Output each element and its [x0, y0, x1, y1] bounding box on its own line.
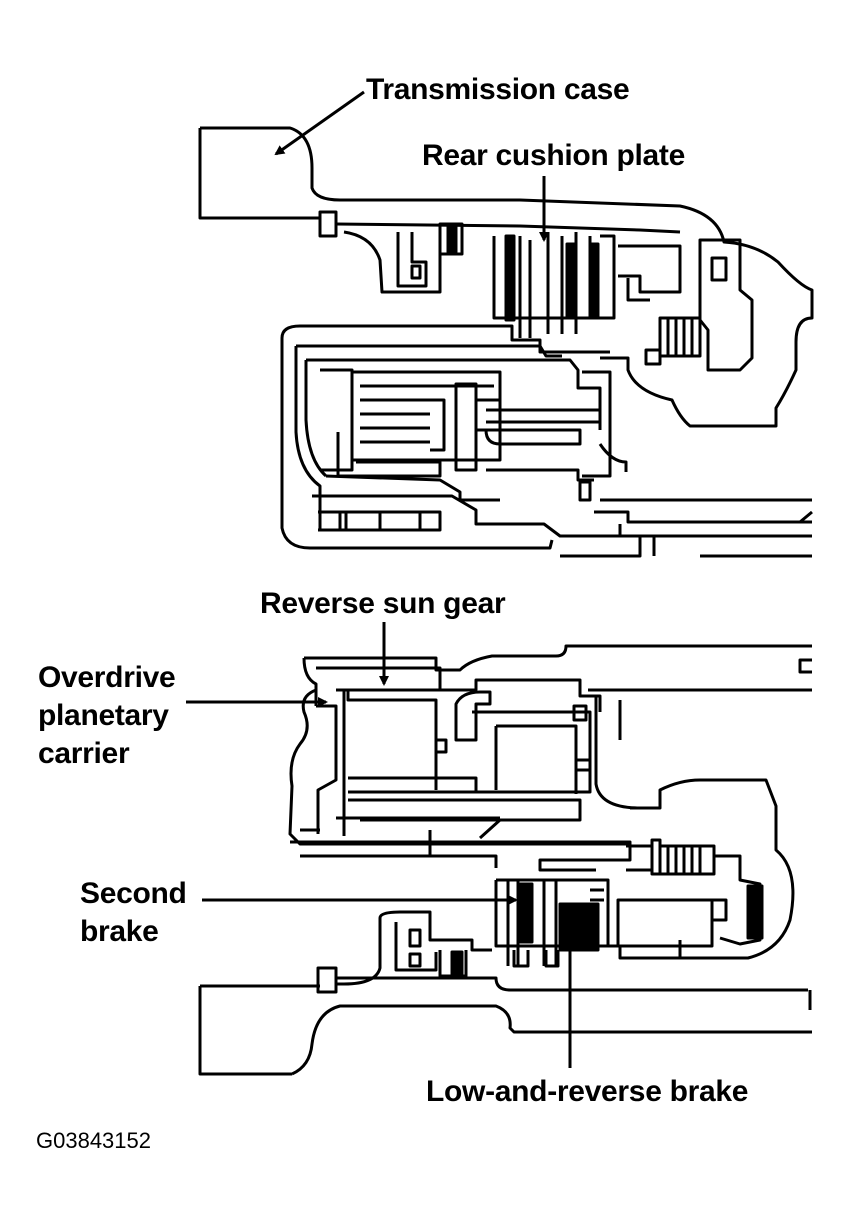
second-brake-label-line1: Second	[80, 877, 187, 910]
overdrive-label-line3: carrier	[38, 737, 130, 770]
low-and-reverse-brake-label: Low-and-reverse brake	[426, 1075, 749, 1108]
rear-cushion-plate-label: Rear cushion plate	[422, 139, 686, 172]
transmission-case-arrow	[274, 90, 365, 156]
overdrive-label-line2: planetary	[38, 699, 169, 732]
figure-id: G03843152	[36, 1128, 151, 1153]
transmission-case-label: Transmission case	[366, 73, 630, 106]
reverse-sun-gear-label: Reverse sun gear	[260, 587, 506, 620]
second-brake-label-line2: brake	[80, 915, 159, 948]
upper-assembly	[198, 126, 814, 558]
lower-assembly	[198, 644, 812, 1076]
leader-arrows	[186, 90, 575, 1068]
transmission-case-outline	[200, 126, 814, 428]
overdrive-label-line1: Overdrive	[38, 661, 176, 694]
